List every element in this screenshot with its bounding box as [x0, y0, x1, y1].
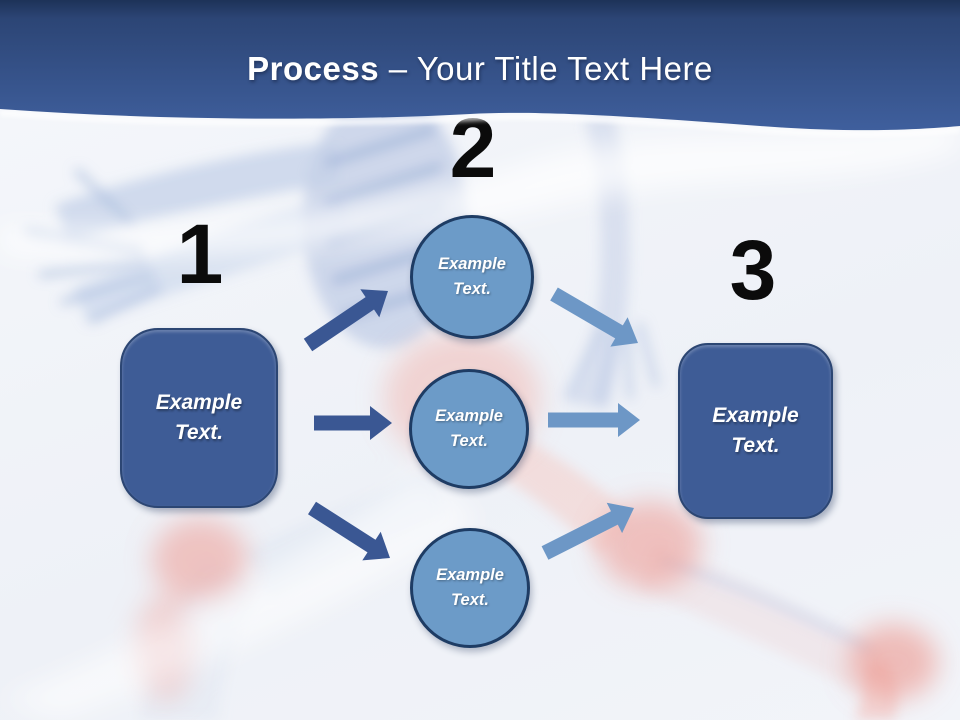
- process-step-1-box: Example Text.: [120, 328, 278, 508]
- slide-title: Process – Your Title Text Here: [0, 50, 960, 88]
- step-number-3: 3: [729, 223, 777, 317]
- step-number-2: 2: [449, 101, 497, 195]
- circle-bottom-label: Example Text.: [436, 566, 504, 609]
- step-3-label: Example Text.: [712, 403, 799, 457]
- step-number-1: 1: [176, 207, 224, 301]
- process-circle-top: Example Text.: [410, 215, 534, 339]
- arrow-right-top: [550, 287, 638, 347]
- process-circle-bottom: Example Text.: [410, 528, 530, 648]
- slide-title-keyword: Process: [247, 50, 380, 87]
- arrow-right-middle: [548, 403, 640, 437]
- circle-middle-label: Example Text.: [435, 407, 503, 450]
- process-circle-middle: Example Text.: [409, 369, 529, 489]
- circle-top-label: Example Text.: [438, 255, 506, 298]
- arrow-left-top: [303, 289, 388, 352]
- process-step-3-box: Example Text.: [678, 343, 833, 519]
- slide-title-rest: – Your Title Text Here: [379, 50, 713, 87]
- step-1-label: Example Text.: [155, 390, 243, 444]
- arrow-left-bottom: [308, 501, 390, 561]
- arrow-left-middle: [314, 406, 392, 440]
- arrow-right-bottom: [541, 502, 634, 560]
